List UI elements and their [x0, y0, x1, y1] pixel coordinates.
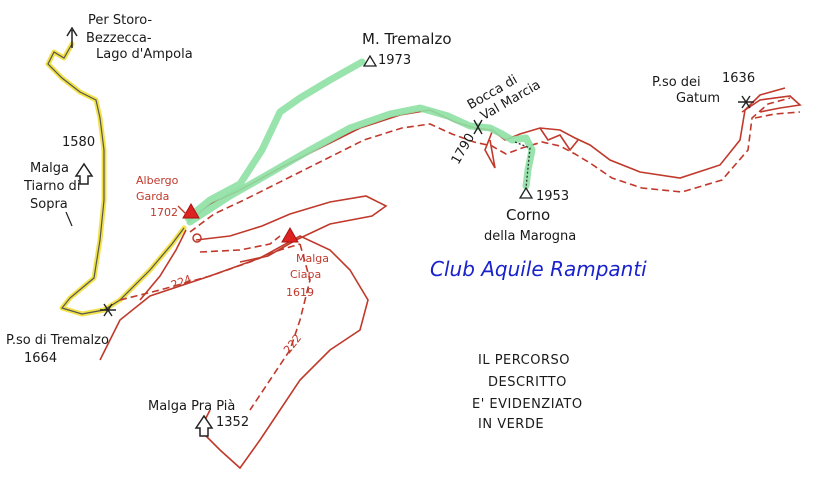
trail-222-label: 222 — [281, 332, 304, 357]
direction-line-2: Bezzecca- — [86, 31, 152, 46]
note-line-3: E' EVIDENZIATO — [472, 397, 583, 412]
albergo-garda-marker — [182, 202, 200, 219]
tiarno-name-3: Sopra — [30, 197, 68, 212]
club-name: Club Aquile Rampanti — [430, 257, 647, 281]
passo-tremalzo-elevation: 1664 — [24, 351, 57, 366]
prapia-name: Malga Pra Pià — [148, 399, 235, 414]
garda-junction-icon — [192, 233, 202, 243]
yellow-road — [45, 41, 187, 317]
north-arrow — [66, 26, 78, 48]
gatum-elevation: 1636 — [722, 71, 755, 86]
tremalzo-elevation: 1973 — [378, 53, 411, 68]
ciapa-elevation: 1619 — [286, 286, 314, 299]
corno-name-2: della Marogna — [484, 229, 576, 244]
passo-tremalzo-name: P.so di Tremalzo — [6, 333, 109, 348]
garda-elevation: 1702 — [150, 206, 178, 219]
corno-name-1: Corno — [506, 206, 550, 224]
note-line-4: IN VERDE — [478, 417, 544, 432]
tiarno-pointer-icon — [65, 211, 73, 227]
corno-elevation: 1953 — [536, 189, 569, 204]
malga-tiarno-hut-icon — [74, 162, 94, 185]
direction-line-1: Per Storo- — [88, 13, 152, 28]
gatum-name-2: Gatum — [676, 91, 720, 106]
bocca-val-marcia-pass-icon — [473, 119, 483, 135]
malga-prapia-hut-icon — [194, 414, 214, 437]
note-line-2: DESCRITTO — [488, 375, 567, 390]
garda-arrow-icon — [177, 205, 187, 215]
tremalzo-summit-icon — [362, 54, 378, 67]
direction-line-3: Lago d'Ampola — [96, 47, 193, 62]
prapia-elevation: 1352 — [216, 415, 249, 430]
corno-summit-icon — [518, 186, 534, 199]
malga-ciapa-marker — [281, 226, 299, 243]
gatum-name-1: P.so dei — [652, 75, 701, 90]
trail-224-label: 224 — [169, 272, 193, 291]
ciapa-name-1: Malga — [296, 252, 329, 265]
tiarno-name-1: Malga — [30, 161, 69, 176]
tremalzo-name: M. Tremalzo — [362, 30, 452, 48]
passo-gatum-pass-icon — [738, 95, 754, 109]
ciapa-name-2: Ciapa — [290, 268, 321, 281]
garda-name-1: Albergo — [136, 174, 179, 187]
tiarno-elevation: 1580 — [62, 135, 95, 150]
green-route — [184, 58, 536, 226]
tiarno-name-2: Tiarno di — [23, 179, 80, 194]
passo-tremalzo-pass-icon — [100, 303, 116, 317]
bocca-elevation: 1790 — [449, 131, 479, 167]
garda-name-2: Garda — [136, 190, 169, 203]
note-line-1: IL PERCORSO — [478, 353, 570, 368]
